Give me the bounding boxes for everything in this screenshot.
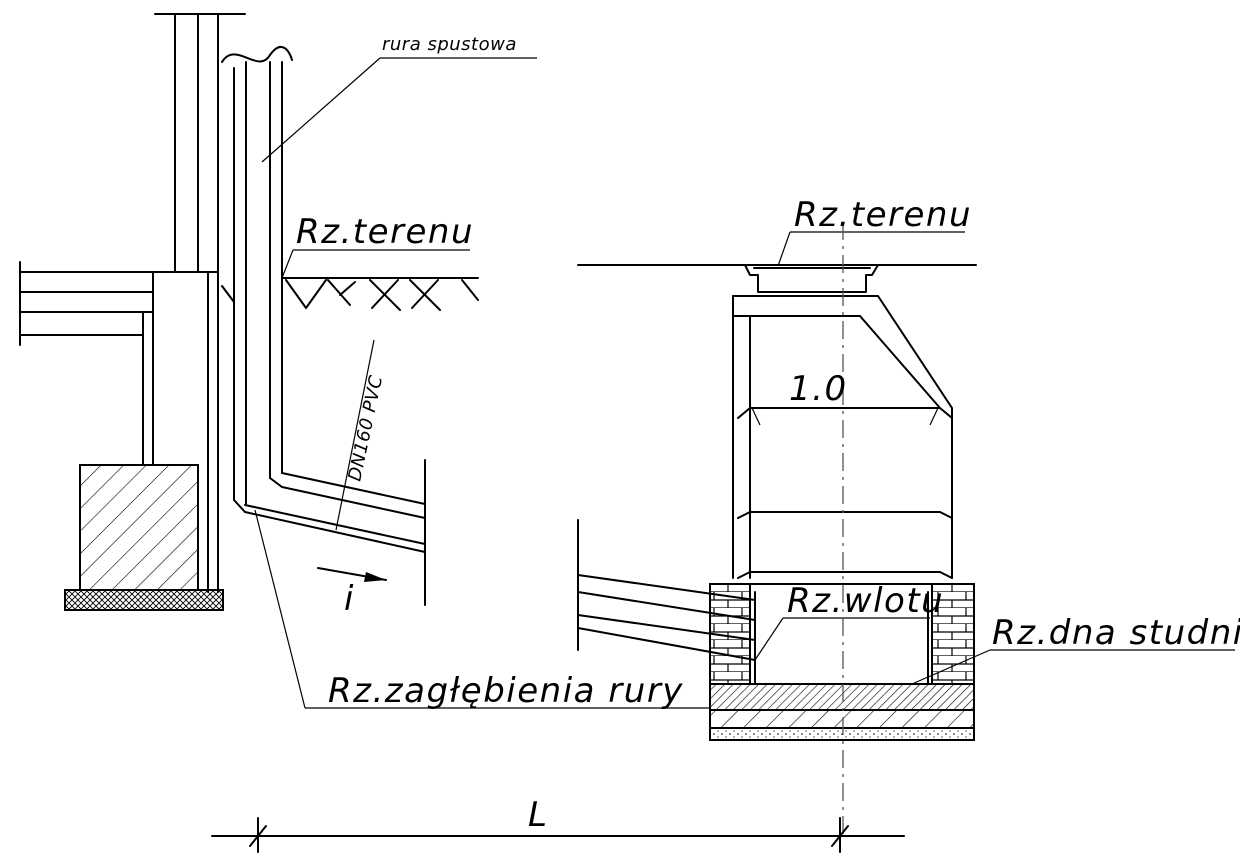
- leader-well-bottom: [911, 649, 1235, 685]
- label-pipe-depth: Rz.zagłębienia rury: [328, 671, 684, 711]
- label-inlet: Rz.wlotu: [787, 581, 944, 621]
- foundation-footing: [64, 464, 224, 611]
- leader-inlet: [754, 617, 930, 661]
- dimension-L: [211, 817, 905, 853]
- building-wall: [142, 13, 246, 593]
- label-slope: i: [344, 579, 355, 619]
- downpipe: [221, 46, 293, 513]
- leader-pipe-spec: [335, 339, 375, 531]
- well-base-walls: [709, 583, 975, 685]
- leader-ground-left: [281, 249, 470, 279]
- label-pipe-spec: DN160 PVC: [344, 373, 387, 483]
- well-bottom-layers: [709, 683, 975, 741]
- drain-pipe-right: [577, 519, 756, 661]
- label-well-bottom: Rz.dna studni: [992, 613, 1240, 653]
- leader-pipe-depth: [254, 509, 710, 709]
- label-ground-right: Rz.terenu: [794, 195, 972, 235]
- well-cover: [744, 264, 879, 293]
- leader-downpipe: [261, 57, 537, 163]
- well-cone: [732, 295, 953, 579]
- slope-arrow: [317, 567, 387, 582]
- label-ground-left: Rz.terenu: [296, 212, 474, 252]
- well-rings: [737, 407, 953, 579]
- drain-pipe-left: [244, 459, 426, 606]
- label-downpipe: rura spustowa: [382, 34, 517, 55]
- leader-ground-right: [777, 231, 965, 267]
- floor-slab: [19, 261, 154, 346]
- ground-left: [221, 277, 479, 311]
- label-distance: L: [528, 795, 548, 835]
- label-well-diameter: 1.0: [789, 369, 848, 409]
